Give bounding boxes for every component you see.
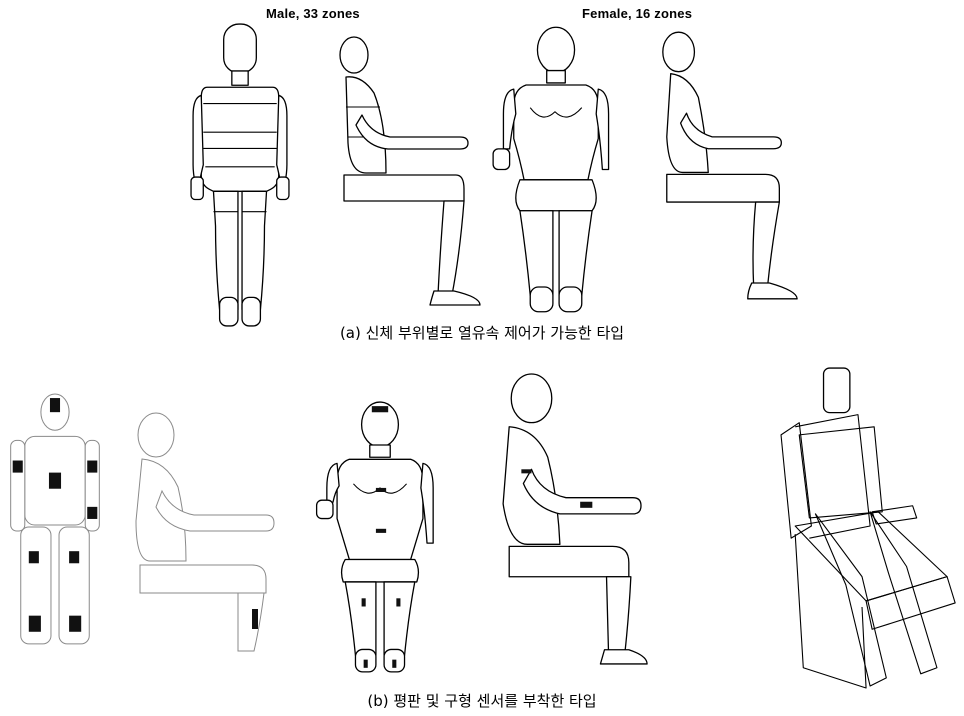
female-zones-header: Female, 16 zones [582,6,692,21]
male-zones-header: Male, 33 zones [266,6,360,21]
sensor-manikin-seated-side-icon [126,410,286,662]
male-manikin-seated-side-icon [332,32,492,314]
panel-a-caption: (a) 신체 부위별로 열유속 제어가 가능한 타입 [0,322,964,343]
female-manikin-front-icon [489,25,623,314]
female-manikin-seated-side-icon [649,25,807,308]
sensor-manikin-seated-side-2-icon [486,374,650,668]
panel-b-caption: (b) 평판 및 구형 센서를 부착한 타입 [0,690,964,711]
sensor-manikin-front-icon [310,400,450,676]
sensor-manikin-back-icon [4,390,106,662]
manikin-on-seat-3d-icon [764,364,958,688]
male-manikin-front-icon [187,22,293,328]
